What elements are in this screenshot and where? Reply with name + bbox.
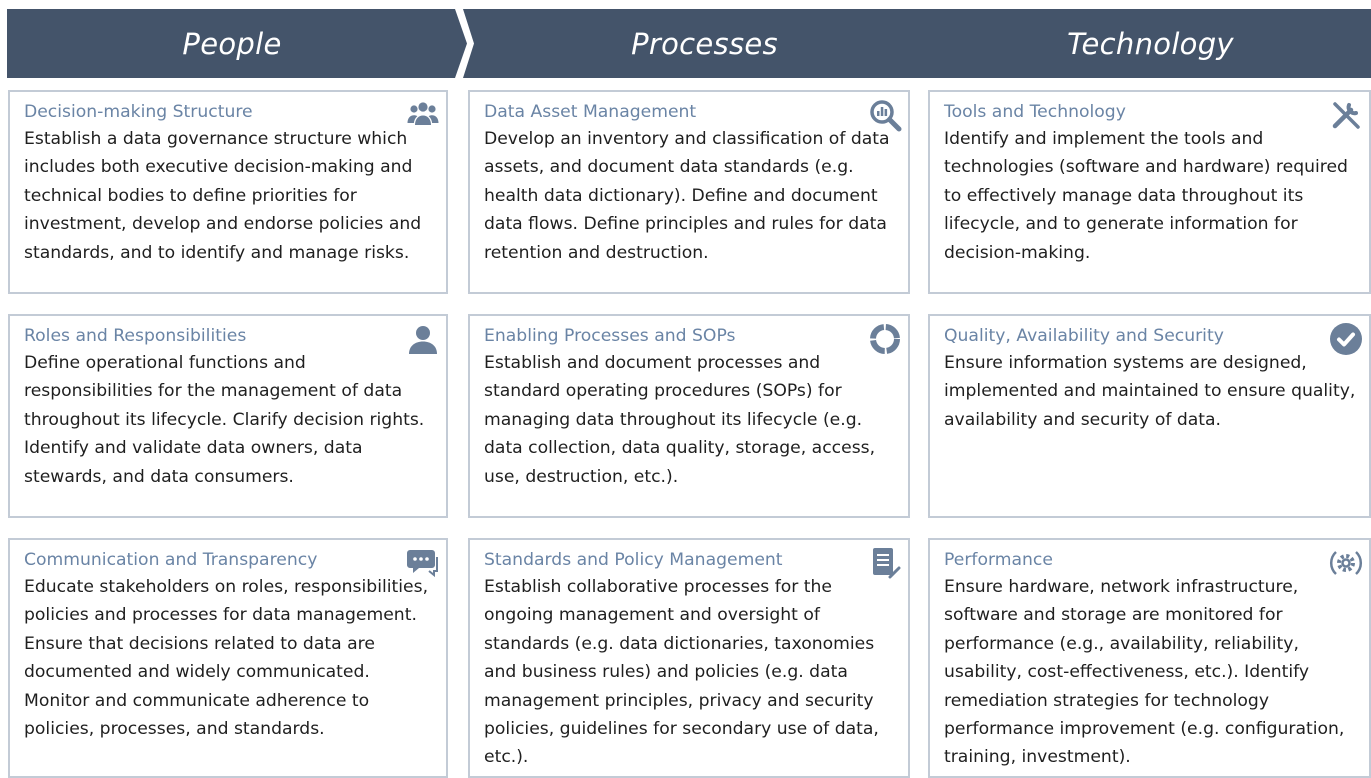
card-description: Identify and implement the tools and tec… xyxy=(944,129,1348,263)
card-communication-and-transparency: Communication and Transparency Educate s… xyxy=(8,538,448,778)
card-title: Performance xyxy=(944,550,1053,570)
gear-cycle-icon xyxy=(1329,546,1363,580)
card-description: Educate stakeholders on roles, responsib… xyxy=(24,577,429,740)
card-description: Ensure information systems are designed,… xyxy=(944,353,1356,430)
card-data-asset-management: Data Asset Management Develop an invento… xyxy=(468,90,910,294)
header-technology-label: Technology xyxy=(1067,26,1234,61)
card-title: Tools and Technology xyxy=(944,102,1126,122)
card-quality-availability-security: Quality, Availability and Security Ensur… xyxy=(928,314,1371,518)
card-performance: Performance Ensure hardware, network inf… xyxy=(928,538,1371,778)
user-icon xyxy=(406,322,440,356)
check-circle-icon xyxy=(1329,322,1363,356)
header-processes: Processes xyxy=(463,9,940,78)
header-people-label: People xyxy=(182,26,282,61)
magnify-chart-icon xyxy=(868,98,902,132)
card-title: Decision-making Structure xyxy=(24,102,253,122)
card-description: Ensure hardware, network infrastructure,… xyxy=(944,577,1345,768)
card-tools-and-technology: Tools and Technology Identify and implem… xyxy=(928,90,1371,294)
card-title: Enabling Processes and SOPs xyxy=(484,326,736,346)
card-description: Establish and document processes and sta… xyxy=(484,353,876,487)
card-title: Data Asset Management xyxy=(484,102,697,122)
group-icon xyxy=(406,98,440,132)
card-title: Quality, Availability and Security xyxy=(944,326,1224,346)
tools-icon xyxy=(1329,98,1363,132)
cycle-icon xyxy=(868,322,902,356)
chat-icon xyxy=(406,546,440,580)
card-title: Standards and Policy Management xyxy=(484,550,783,570)
card-enabling-processes-and-sops: Enabling Processes and SOPs Establish an… xyxy=(468,314,910,518)
header-people: People xyxy=(7,9,467,78)
header-technology: Technology xyxy=(924,9,1371,78)
card-roles-and-responsibilities: Roles and Responsibilities Define operat… xyxy=(8,314,448,518)
card-description: Establish a data governance structure wh… xyxy=(24,129,422,263)
card-title: Roles and Responsibilities xyxy=(24,326,247,346)
document-edit-icon xyxy=(868,546,902,580)
card-decision-making-structure: Decision-making Structure Establish a da… xyxy=(8,90,448,294)
card-standards-and-policy-management: Standards and Policy Management Establis… xyxy=(468,538,910,778)
header-processes-label: Processes xyxy=(631,26,778,61)
card-description: Establish collaborative processes for th… xyxy=(484,577,879,768)
card-description: Develop an inventory and classification … xyxy=(484,129,890,263)
card-description: Define operational functions and respons… xyxy=(24,353,425,487)
card-title: Communication and Transparency xyxy=(24,550,318,570)
